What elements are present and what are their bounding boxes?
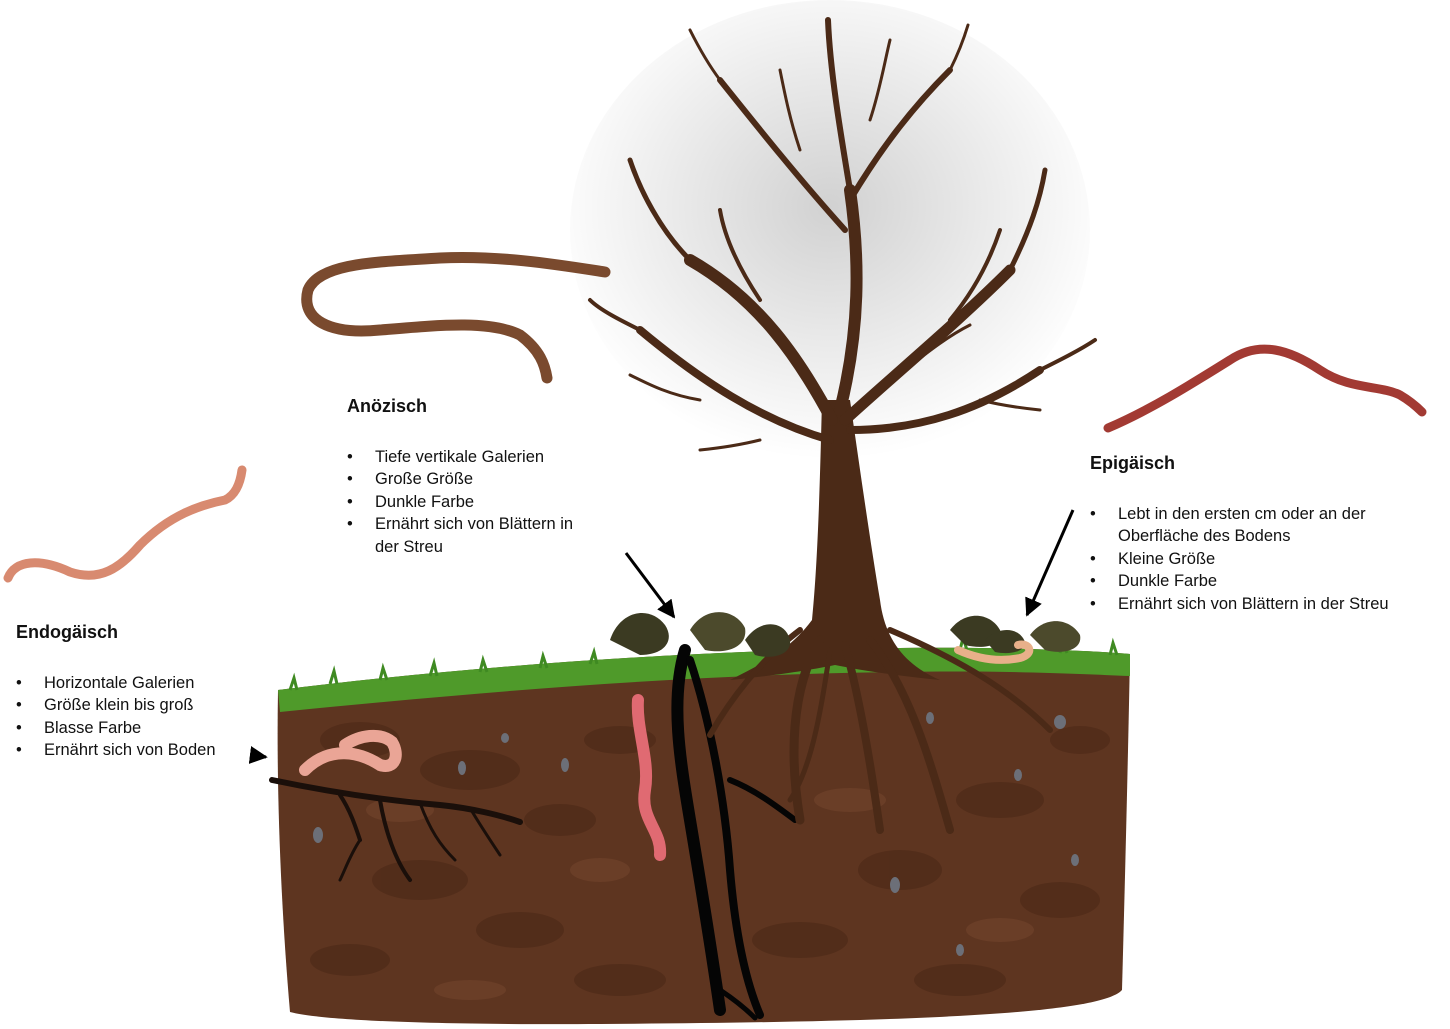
list-item: Dunkle Farbe <box>347 491 597 514</box>
worms <box>3 251 1427 861</box>
epigeic-bullets: Lebt in den ersten cm oder an der Oberfl… <box>1090 503 1420 616</box>
endogeic-title: Endogäisch <box>16 622 119 642</box>
epigeic-title: Epigäisch <box>1090 453 1176 473</box>
horizontal-gallery <box>269 777 523 882</box>
tree-roots <box>707 627 1053 834</box>
list-item: Dunkle Farbe <box>1090 570 1420 593</box>
arrow-epigeic <box>1025 509 1075 617</box>
soil-block <box>277 632 1130 1025</box>
list-item: Blasse Farbe <box>16 717 256 740</box>
anecic-bullets: Tiefe vertikale Galerien Große Größe Dun… <box>347 446 597 559</box>
worm-anecic-underground <box>631 694 667 861</box>
tree-branches <box>588 17 1097 452</box>
list-item: Lebt in den ersten cm oder an der Oberfl… <box>1090 503 1420 548</box>
anecic-title: Anözisch <box>347 396 428 416</box>
list-item: Kleine Größe <box>1090 548 1420 571</box>
list-item: Ernährt sich von Blättern in der Streu <box>1090 593 1420 616</box>
endogeic-bullets: Horizontale Galerien Größe klein bis gro… <box>16 672 256 762</box>
anecic-description: Anözisch Tiefe vertikale Galerien Große … <box>347 395 597 558</box>
worm-endogeic-underground <box>299 729 402 776</box>
list-item: Größe klein bis groß <box>16 694 256 717</box>
epigeic-description: Epigäisch Lebt in den ersten cm oder an … <box>1090 452 1420 615</box>
list-item: Tiefe vertikale Galerien <box>347 446 597 469</box>
list-item: Große Größe <box>347 468 597 491</box>
worm-epigeic-surface <box>954 640 1034 664</box>
soil-highlights <box>366 788 1034 1000</box>
endogeic-description: Endogäisch Horizontale Galerien Größe kl… <box>16 621 256 762</box>
arrow-anecic <box>624 552 676 619</box>
worm-epigeic <box>1103 344 1427 433</box>
list-item: Ernährt sich von Blättern in der Streu <box>347 513 597 558</box>
tree-trunk <box>730 400 940 680</box>
vertical-gallery <box>671 644 798 1021</box>
worm-anecic <box>301 251 611 384</box>
list-item: Horizontale Galerien <box>16 672 256 695</box>
tree-shadow <box>570 0 1090 460</box>
tree <box>588 17 1097 834</box>
pebbles <box>313 712 1079 956</box>
grass-strip <box>278 647 1130 712</box>
worm-endogeic-surface <box>3 465 247 583</box>
list-item: Ernährt sich von Boden <box>16 739 256 762</box>
soil-texture <box>310 722 1110 996</box>
